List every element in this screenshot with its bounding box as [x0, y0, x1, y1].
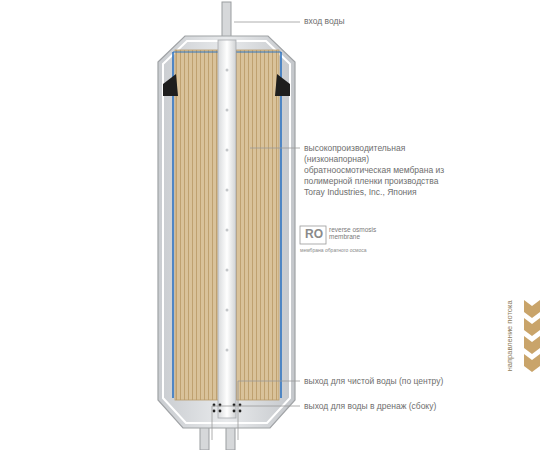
logo-mark: RO: [302, 227, 326, 243]
logo-caption: мембрана обратного осмоса: [300, 247, 410, 254]
flow-direction-label: направление потока: [504, 301, 514, 372]
membrane-label: высокопроизводительная (низконапорная) о…: [304, 143, 454, 198]
clean-outlet-label: выход для чистой воды (по центру): [304, 376, 464, 387]
logo-text: reverse osmosis membrane: [329, 227, 377, 241]
drain-outlet-label: выход для воды в дренаж (сбоку): [304, 401, 464, 412]
inlet-label: вход воды: [304, 16, 464, 27]
